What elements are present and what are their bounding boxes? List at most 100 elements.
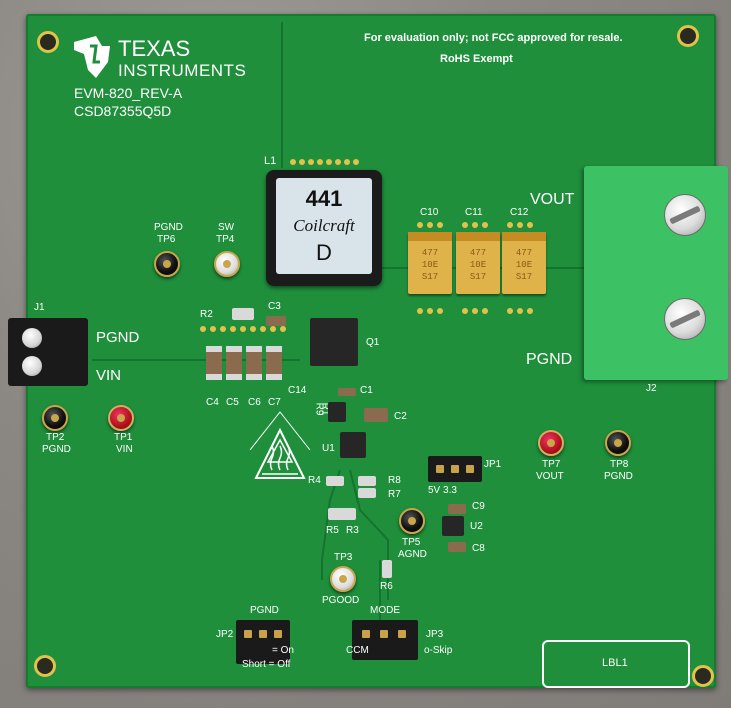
- capacitor-c5: [226, 346, 242, 380]
- tp5-top-label: TP5: [402, 537, 421, 548]
- mounting-hole-bottom-right: [692, 665, 714, 687]
- j2-ref: J2: [646, 383, 657, 394]
- r5-ref: R5: [326, 525, 339, 536]
- tp8-top-label: TP8: [610, 459, 629, 470]
- c6-ref: C6: [248, 397, 261, 408]
- capacitor-c2: [364, 408, 388, 422]
- controller-u1: [340, 432, 366, 458]
- terminal-block-j2: [584, 166, 728, 380]
- tp3-bottom-label: PGOOD: [322, 595, 360, 606]
- jp2-off-label: Short = Off: [242, 659, 291, 670]
- mounting-hole-bottom-left: [34, 655, 56, 677]
- jp3-ccm-label: CCM: [346, 645, 369, 656]
- capacitor-c4: [206, 346, 222, 380]
- capacitor-c6: [246, 346, 262, 380]
- capacitor-c11: 477 10E S17: [456, 232, 500, 294]
- mosfet-q1: [310, 318, 358, 366]
- resistor-r1-r9: [328, 402, 346, 422]
- cap-marking: 10E: [515, 260, 533, 270]
- j1-pgnd-label: PGND: [96, 329, 140, 346]
- resistor-r5-r3: [328, 508, 356, 520]
- jumper-jp2[interactable]: [236, 620, 290, 664]
- tp2-top-label: TP2: [46, 432, 65, 443]
- rohs-label: RoHS Exempt: [440, 53, 513, 65]
- test-point-tp8[interactable]: [605, 430, 631, 456]
- c2-ref: C2: [394, 411, 407, 422]
- tp7-bottom-label: VOUT: [536, 471, 564, 482]
- test-point-tp6[interactable]: [154, 251, 180, 277]
- capacitor-c3: [266, 316, 286, 326]
- test-point-tp7[interactable]: [538, 430, 564, 456]
- u2-ref: U2: [470, 521, 483, 532]
- jumper-jp3[interactable]: [352, 620, 418, 660]
- jp2-title: PGND: [250, 605, 279, 616]
- c9-ref: C9: [472, 501, 485, 512]
- c5-ref: C5: [226, 397, 239, 408]
- part-number: CSD87355Q5D: [74, 103, 172, 119]
- brand-line1: TEXAS: [118, 36, 191, 61]
- capacitor-c1: [338, 388, 356, 396]
- regulator-u2: [442, 516, 464, 536]
- c11-ref: C11: [465, 207, 483, 218]
- cap-marking: S17: [515, 272, 533, 282]
- test-point-tp1[interactable]: [108, 405, 134, 431]
- j2-pgnd-label: PGND: [526, 351, 573, 368]
- j2-vout-label: VOUT: [530, 191, 575, 208]
- r8-ref: R8: [388, 475, 401, 486]
- resistor-r8: [358, 476, 376, 486]
- cap-marking: 477: [469, 248, 487, 258]
- jp3-title: MODE: [370, 605, 400, 616]
- tp2-bottom-label: PGND: [42, 444, 71, 455]
- board-id: EVM-820_REV-A: [74, 85, 183, 101]
- label-box-text: LBL1: [602, 657, 628, 669]
- jp2-on-label: = On: [272, 645, 294, 656]
- mounting-hole-top-right: [677, 25, 699, 47]
- c1-ref: C1: [360, 385, 373, 396]
- capacitor-c8: [448, 542, 466, 552]
- c8-ref: C8: [472, 543, 485, 554]
- cap-marking: 10E: [421, 260, 439, 270]
- capacitor-c12: 477 10E S17: [502, 232, 546, 294]
- cap-marking: 477: [421, 248, 439, 258]
- jp2-ref: JP2: [216, 629, 234, 640]
- r4-ref: R4: [308, 475, 321, 486]
- q1-ref: Q1: [366, 337, 380, 348]
- resistor-r2: [232, 308, 254, 320]
- cap-marking: S17: [469, 272, 487, 282]
- j1-vin-label: VIN: [96, 367, 122, 384]
- c10-ref: C10: [420, 207, 439, 218]
- c7-ref: C7: [268, 397, 281, 408]
- cap-marking: 477: [515, 248, 533, 258]
- capacitor-c10: 477 10E S17: [408, 232, 452, 294]
- tp4-top-label: SW: [218, 222, 235, 233]
- tp6-top-label: PGND: [154, 222, 183, 233]
- resistor-r7: [358, 488, 376, 498]
- c14-ref: C14: [288, 385, 307, 396]
- capacitor-c7: [266, 346, 282, 380]
- tp1-top-label: TP1: [114, 432, 133, 443]
- inductor-maker: Coilcraft: [293, 216, 355, 235]
- screw-icon[interactable]: [664, 194, 706, 236]
- c3-ref: C3: [268, 301, 281, 312]
- cap-marking: 10E: [469, 260, 487, 270]
- test-point-tp2[interactable]: [42, 405, 68, 431]
- j1-ref: J1: [34, 302, 45, 313]
- screw-icon[interactable]: [664, 298, 706, 340]
- tp1-bottom-label: VIN: [116, 444, 133, 455]
- screw-icon[interactable]: [22, 328, 42, 348]
- terminal-block-j1: [8, 318, 88, 386]
- jumper-jp1[interactable]: [428, 456, 482, 482]
- test-point-tp3[interactable]: [330, 566, 356, 592]
- tp8-bottom-label: PGND: [604, 471, 633, 482]
- capacitor-c9: [448, 504, 466, 514]
- jp1-ref: JP1: [484, 459, 502, 470]
- cap-marking: S17: [421, 272, 439, 282]
- screw-icon[interactable]: [22, 356, 42, 376]
- test-point-tp5[interactable]: [399, 508, 425, 534]
- resistor-r6: [382, 560, 392, 578]
- resistor-r4: [326, 476, 344, 486]
- test-point-tp4[interactable]: [214, 251, 240, 277]
- inductor-l1: 441 Coilcraft D: [266, 170, 382, 286]
- tp3-top-label: TP3: [334, 552, 353, 563]
